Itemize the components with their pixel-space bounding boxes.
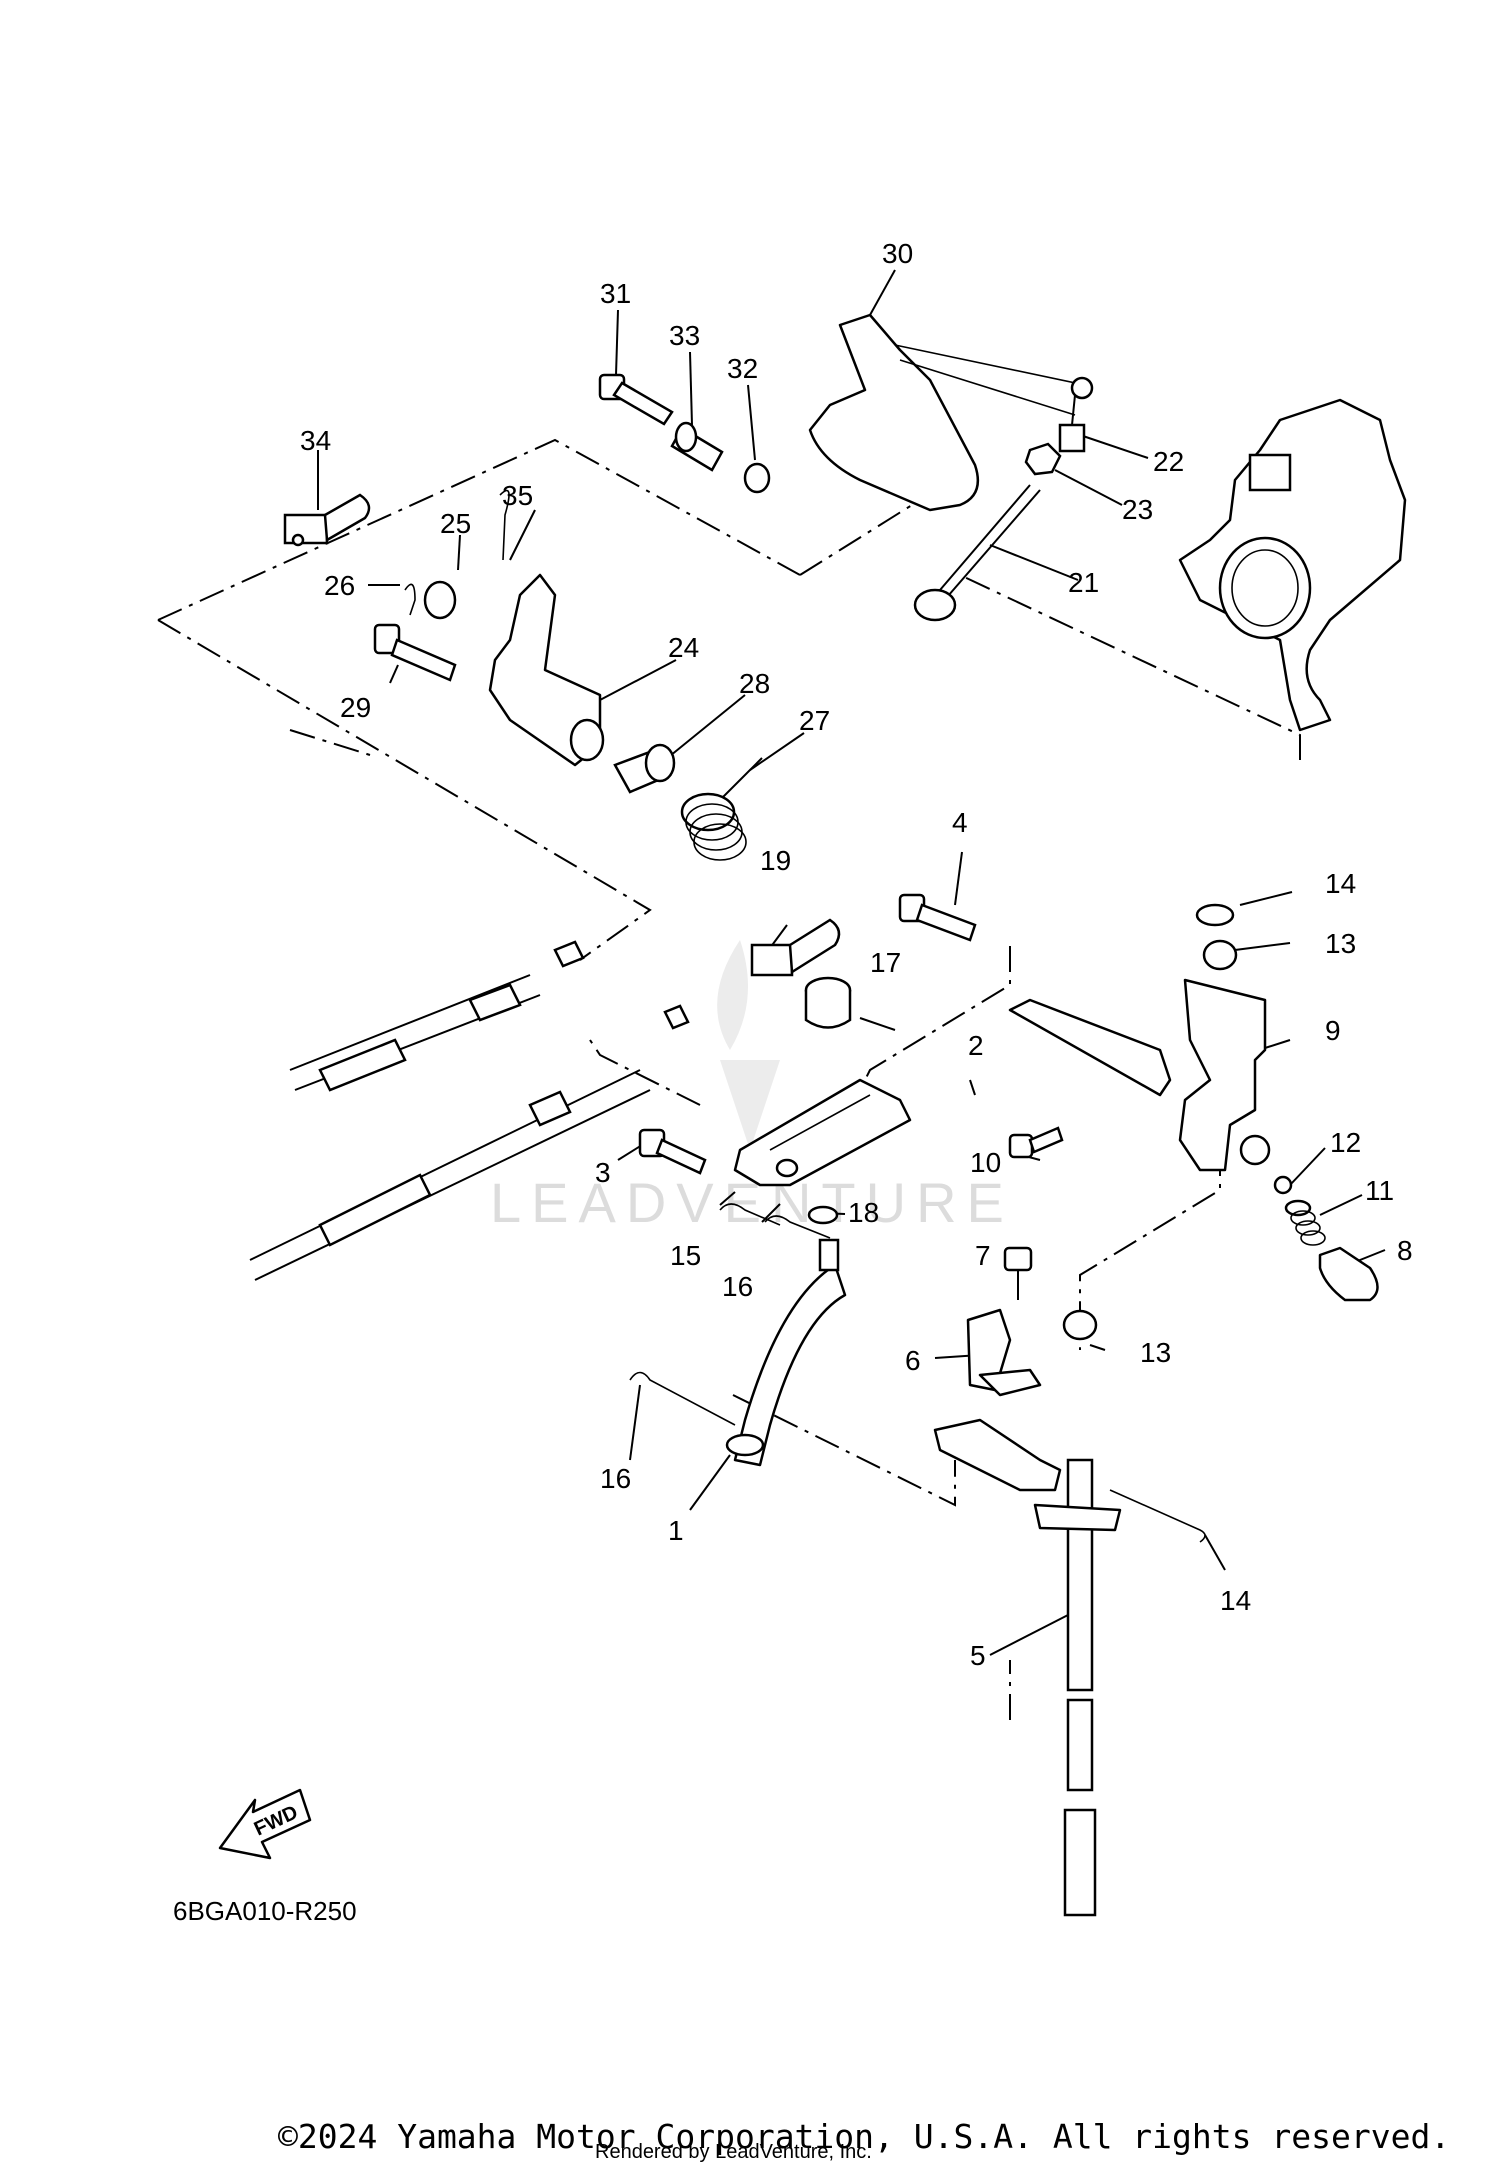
part-label-33: 33 [669,320,700,351]
part-label-30: 30 [882,238,913,269]
part-label-23: 23 [1122,494,1153,525]
part-label-35: 35 [502,480,533,511]
part-label-8: 8 [1397,1235,1413,1266]
copyright-text: ©2024 Yamaha Motor Corporation, U.S.A. A… [278,2117,1450,2156]
part-label-18: 18 [848,1197,879,1228]
part-label-28: 28 [739,668,770,699]
part-label-4: 4 [952,807,968,838]
part-label-14: 14 [1325,868,1356,899]
watermark: LEADVENTURE [490,940,1014,1234]
part-label-11: 11 [1365,1175,1394,1206]
part-label-1: 1 [668,1515,684,1546]
part-label-25: 25 [440,508,471,539]
part-label-13a: 13 [1325,928,1356,959]
part-label-20: 19 [760,845,791,876]
part-label-13b: 13 [1140,1337,1171,1368]
part-label-10: 10 [970,1147,1001,1178]
part-label-3: 3 [595,1157,611,1188]
part-label-17: 17 [870,947,901,978]
part-label-31: 31 [600,278,631,309]
part-label-27: 27 [799,705,830,736]
part-label-16b: 16 [722,1271,753,1302]
drawing-code: 6BGA010-R250 [173,1896,357,1926]
fwd-arrow-icon: FWD [218,1788,312,1860]
part-label-2: 2 [968,1030,984,1061]
part-label-26: 26 [324,570,355,601]
part-label-5: 5 [970,1640,986,1671]
part-labels: 30 31 33 32 22 23 21 34 35 25 26 24 29 2… [300,238,1413,1671]
watermark-text: LEADVENTURE [490,1171,1014,1234]
part-label-16a: 15 [670,1240,701,1271]
rendered-by-text: Rendered by LeadVenture, Inc. [595,2141,872,2163]
part-label-32: 32 [727,353,758,384]
leader-lines [317,269,1386,1656]
part-label-7: 7 [975,1240,991,1271]
part-label-34: 34 [300,425,331,456]
part-label-12: 12 [1330,1127,1361,1158]
part-label-29: 29 [340,692,371,723]
part-label-9: 9 [1325,1015,1341,1046]
part-label-19: 16 [600,1463,631,1494]
part-label-21: 21 [1068,567,1099,598]
part-label-22: 22 [1153,446,1184,477]
part-label-24: 24 [668,632,699,663]
part-label-15: 14 [1220,1585,1251,1616]
assembly-lines [157,438,1301,1720]
part-label-6: 6 [905,1345,921,1376]
parts [249,313,1407,1917]
